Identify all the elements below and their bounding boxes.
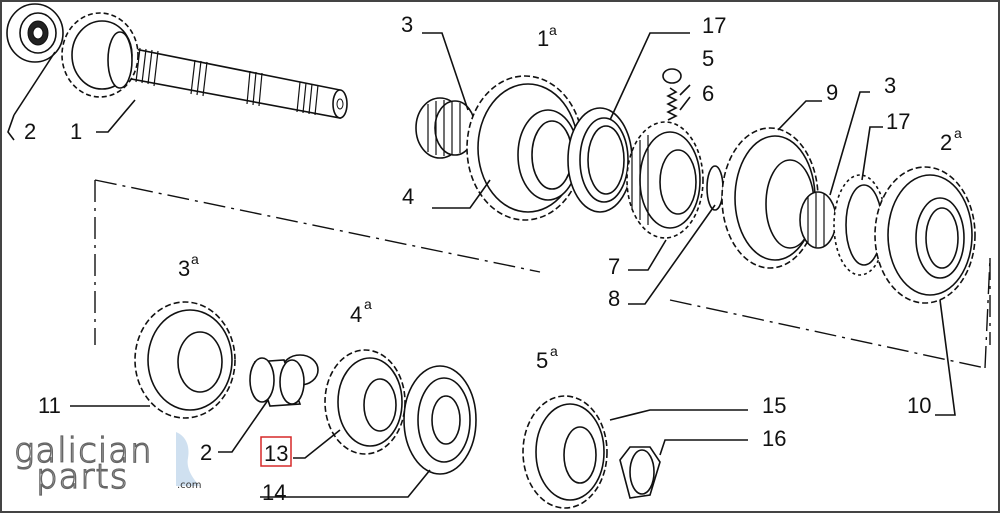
nut-part-16 <box>619 446 661 499</box>
callout-8: 8 <box>608 286 620 311</box>
callout-12: 2 <box>200 440 212 465</box>
gear-label-3-sup: a <box>191 251 199 267</box>
gear-part-10 <box>874 166 976 304</box>
gear-label-3: 3 <box>178 256 190 281</box>
callout-10: 10 <box>907 393 931 418</box>
callout-6: 6 <box>702 81 714 106</box>
sleeve-part-9 <box>721 127 819 269</box>
callout-17-lower: 17 <box>886 109 910 134</box>
gear-part-4 <box>466 75 584 221</box>
ball-part-5 <box>662 68 682 84</box>
dash-dot-axes <box>94 179 991 369</box>
gear-label-5-sup: a <box>550 343 558 359</box>
logo-line2: parts <box>36 457 128 497</box>
callout-13: 13 <box>264 441 288 466</box>
callout-1: 1 <box>70 119 82 144</box>
highlight-box-13 <box>260 436 292 467</box>
callout-11: 11 <box>38 393 61 418</box>
bearing-part-3-upper <box>415 97 476 159</box>
main-shaft-part-1 <box>61 12 348 119</box>
callout-labels: 2 1 3 17 5 6 9 3 17 4 7 8 10 11 2 13 14 … <box>24 12 931 505</box>
gear-label-1-sup: a <box>549 22 557 38</box>
bearing-part-3-lower <box>799 191 837 249</box>
gear-part-15 <box>522 395 608 509</box>
callout-16: 16 <box>762 426 786 451</box>
callout-3-upper: 3 <box>401 12 413 37</box>
callout-9: 9 <box>826 80 838 105</box>
callout-2: 2 <box>24 119 36 144</box>
logo-shape <box>176 432 200 486</box>
logo-line1: galician <box>14 431 153 471</box>
gear-label-4-sup: a <box>364 296 372 312</box>
bearing-part-2 <box>6 3 64 63</box>
bearing-part-14 <box>403 365 477 475</box>
callout-3-lower: 3 <box>884 73 896 98</box>
callout-15: 15 <box>762 393 786 418</box>
leader-lines <box>7 32 956 498</box>
gear-part-13 <box>324 349 406 455</box>
gear-label-1: 1 <box>537 26 549 51</box>
bush-part-12 <box>249 354 319 407</box>
sync-ring-part-17-lower <box>833 174 887 276</box>
gear-label-4: 4 <box>350 302 362 327</box>
callout-17-upper: 17 <box>702 13 726 38</box>
spring-part-6 <box>666 87 678 121</box>
logo-domain: .com <box>177 480 202 491</box>
callout-4: 4 <box>402 184 414 209</box>
sync-ring-part-17-upper <box>567 107 633 213</box>
gear-label-2: 2 <box>940 130 952 155</box>
ring-part-8 <box>706 165 724 211</box>
callout-14: 14 <box>262 480 286 505</box>
callout-7: 7 <box>608 254 620 279</box>
gear-ratio-labels: 1 a 2 a 3 a 4 a 5 a <box>178 22 962 373</box>
gear-label-5: 5 <box>536 348 548 373</box>
galicianparts-logo: galician parts .com <box>13 430 202 497</box>
gear-label-2-sup: a <box>954 125 962 141</box>
sync-hub-part-6 <box>626 121 704 239</box>
callout-5: 5 <box>702 46 714 71</box>
gear-part-11 <box>134 301 236 419</box>
